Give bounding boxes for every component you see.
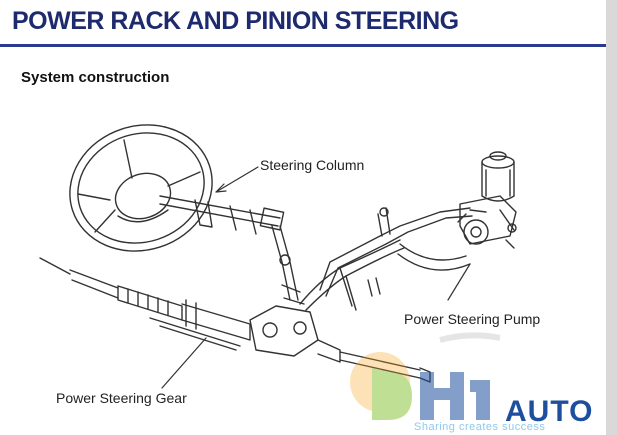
page-title: POWER RACK AND PINION STEERING (12, 7, 459, 35)
right-edge-border (606, 0, 617, 435)
label-power-steering-pump: Power Steering Pump (404, 311, 541, 327)
watermark-logo (350, 332, 501, 420)
label-power-steering-gear: Power Steering Gear (56, 390, 187, 406)
title-underline (0, 44, 606, 47)
rack-housing (39, 257, 431, 383)
section-subtitle: System construction (21, 69, 170, 86)
steering-column (159, 195, 305, 305)
title-bar: POWER RACK AND PINION STEERING (0, 0, 617, 48)
steering-wheel (69, 124, 213, 252)
hydraulic-lines (299, 207, 473, 311)
watermark-brand-text: AUTO (505, 395, 594, 428)
label-steering-column: Steering Column (260, 157, 365, 173)
pump-assembly (457, 151, 517, 249)
watermark-slogan: Sharing creates success (414, 421, 546, 433)
